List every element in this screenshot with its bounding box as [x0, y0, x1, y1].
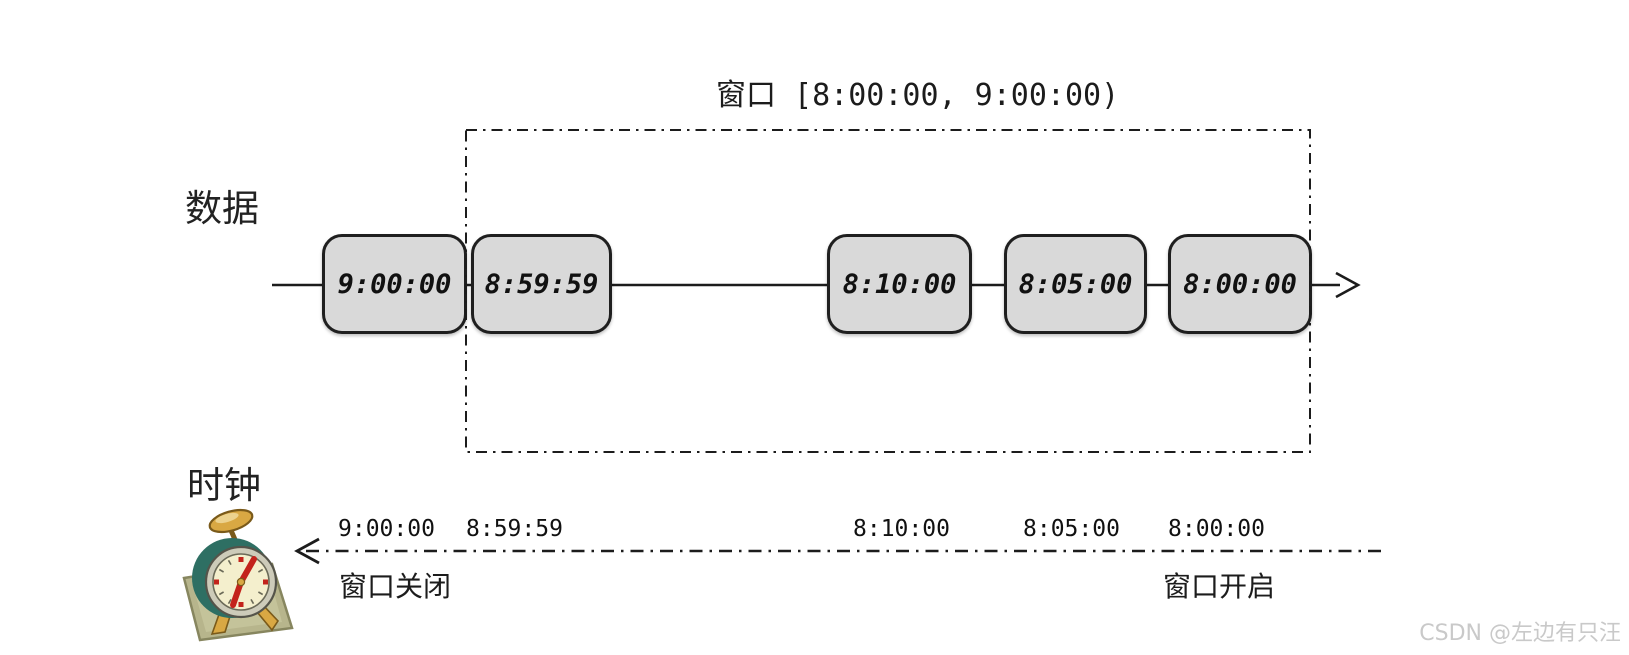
- clock-tick-8-00-00: 8:00:00: [1168, 516, 1265, 542]
- clock-marker-6: [238, 602, 244, 607]
- clock-center-pin: [236, 577, 246, 587]
- event-box-8-10-00: 8:10:00: [827, 234, 972, 334]
- alarm-clock-icon: [182, 508, 294, 642]
- event-box-9-00-00: 9:00:00: [322, 234, 467, 334]
- clock-row-label: 时钟: [187, 464, 261, 507]
- data-row-label: 数据: [185, 187, 259, 230]
- clock-bell: [208, 508, 254, 534]
- clock-bell-highlight: [215, 512, 239, 524]
- window-open-label: 窗口开启: [1163, 570, 1276, 603]
- window-close-label: 窗口关闭: [339, 570, 452, 603]
- event-box-8-05-00: 8:05:00: [1004, 234, 1147, 334]
- clock-marker-3: [263, 579, 268, 585]
- clock-tick-8-59-59: 8:59:59: [466, 516, 563, 542]
- event-box-8-00-00: 8:00:00: [1168, 234, 1312, 334]
- clock-tick-8-05-00: 8:05:00: [1023, 516, 1120, 542]
- event-box-8-59-59: 8:59:59: [471, 234, 612, 334]
- clock-tick-8-10-00: 8:10:00: [853, 516, 950, 542]
- arrow-right-icon: [1335, 271, 1361, 299]
- clock-tick-9-00-00: 9:00:00: [338, 516, 435, 542]
- clock-minute-hand: [238, 556, 257, 585]
- window-title: 窗口 [8:00:00, 9:00:00): [716, 78, 1120, 113]
- clock-marker-9: [214, 579, 219, 585]
- clock-marker-12: [238, 557, 244, 562]
- csdn-watermark: CSDN @左边有只汪: [1419, 621, 1621, 646]
